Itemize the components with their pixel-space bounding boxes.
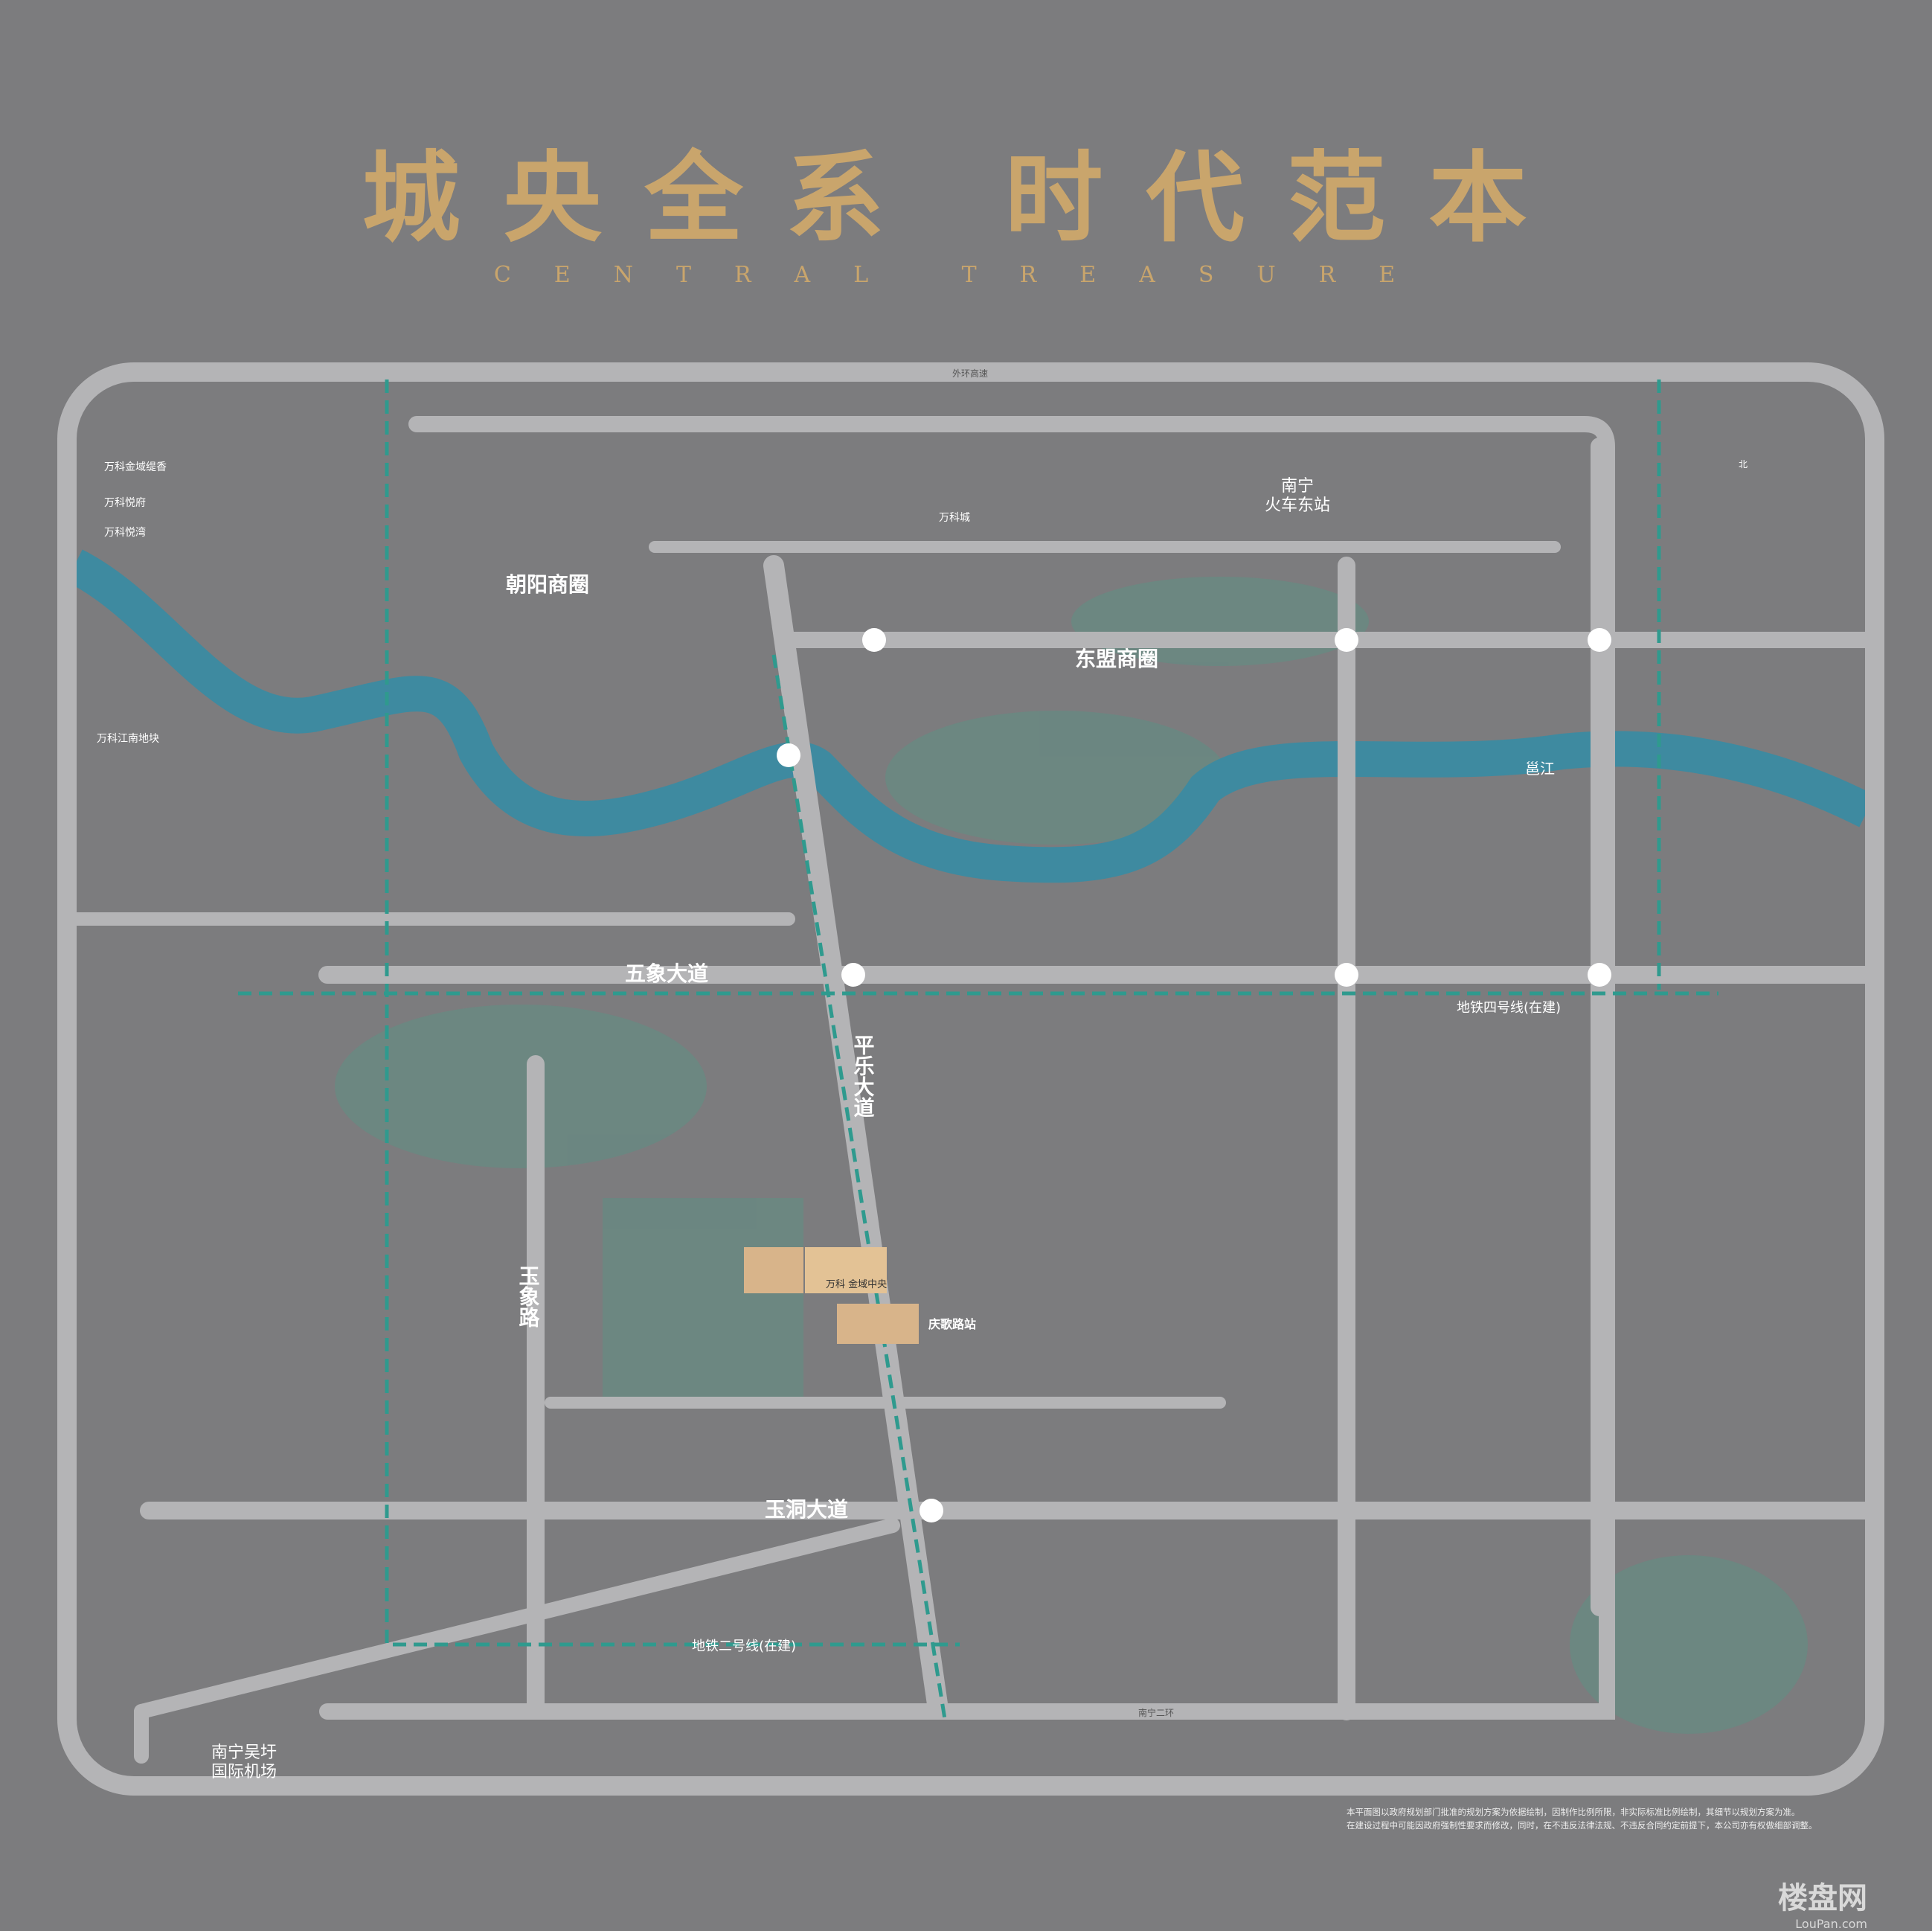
airport-road: [134, 1518, 900, 1719]
compass-label: 北: [1739, 459, 1748, 470]
train-station-label: 南宁火车东站: [1265, 477, 1330, 515]
map-title: 城央全系 时代范本: [362, 141, 1570, 256]
vanke-label-5: 万科城: [939, 512, 970, 524]
disclaimer-line: 在建设过程中可能因政府强制性要求而修改，同时，在不违反法律法规、不违反合同约定前…: [1347, 1820, 1817, 1831]
green-areas: [335, 577, 1808, 1734]
disclaimer: 本平面图以政府规划部门批准的规划方案为依据绘制，因制作比例所限，非实际标准比例绘…: [1347, 1805, 1860, 1832]
round-nodes: [777, 628, 1611, 1522]
watermark-name: 楼盘网: [1778, 1881, 1867, 1915]
disclaimer-line: 本平面图以政府规划部门批准的规划方案为依据绘制，因制作比例所限，非实际标准比例绘…: [1347, 1807, 1800, 1817]
road-label-yuxiang: 玉象路: [516, 1265, 541, 1328]
vanke-label-4: 万科江南地块: [97, 733, 159, 745]
river-label: 邕江: [1525, 760, 1555, 778]
project-label: 万科 金域中央: [826, 1278, 887, 1290]
road-label-pingle: 平乐大道: [851, 1034, 876, 1118]
vanke-label-2: 万科悦府: [104, 497, 146, 509]
road-label-ring2: 南宁二环: [1138, 1707, 1174, 1718]
airport-label: 南宁吴圩国际机场: [211, 1743, 277, 1781]
outer-ring-road: [57, 362, 1884, 1796]
vanke-label-3: 万科悦湾: [104, 526, 146, 539]
watermark-domain: LouPan.com: [1795, 1917, 1867, 1931]
metro-label-line2: 地铁二号线(在建): [692, 1639, 796, 1654]
road-label-yudong: 玉洞大道: [765, 1497, 848, 1522]
district-label-chaoyang: 朝阳商圈: [506, 572, 589, 597]
pingle-avenue: [763, 555, 948, 1714]
station-label: 庆歌路站: [928, 1317, 976, 1331]
metro-line-2: [385, 380, 960, 1647]
labels: 朝阳商圈 东盟商圈 五象大道 玉洞大道 玉象路 平乐大道 外环高速 南宁二环 邕…: [97, 368, 1748, 1781]
road-label-wuxiang: 五象大道: [625, 961, 708, 986]
project-parcels: [744, 1247, 919, 1344]
metro-label-line4: 地铁四号线(在建): [1457, 1000, 1561, 1016]
road-label-outer-ring: 外环高速: [952, 368, 988, 379]
metro-line-3: [771, 654, 947, 1720]
vanke-label-1: 万科金域缇香: [104, 461, 167, 473]
watermark-logo: 楼盘网 LouPan.com: [1778, 1874, 1867, 1931]
district-label-dongmeng: 东盟商圈: [1075, 647, 1158, 671]
yong-river: [65, 549, 1875, 883]
map-subtitle: CENTRAL TREASURE: [493, 262, 1439, 288]
metro-lines: [238, 380, 1718, 1720]
